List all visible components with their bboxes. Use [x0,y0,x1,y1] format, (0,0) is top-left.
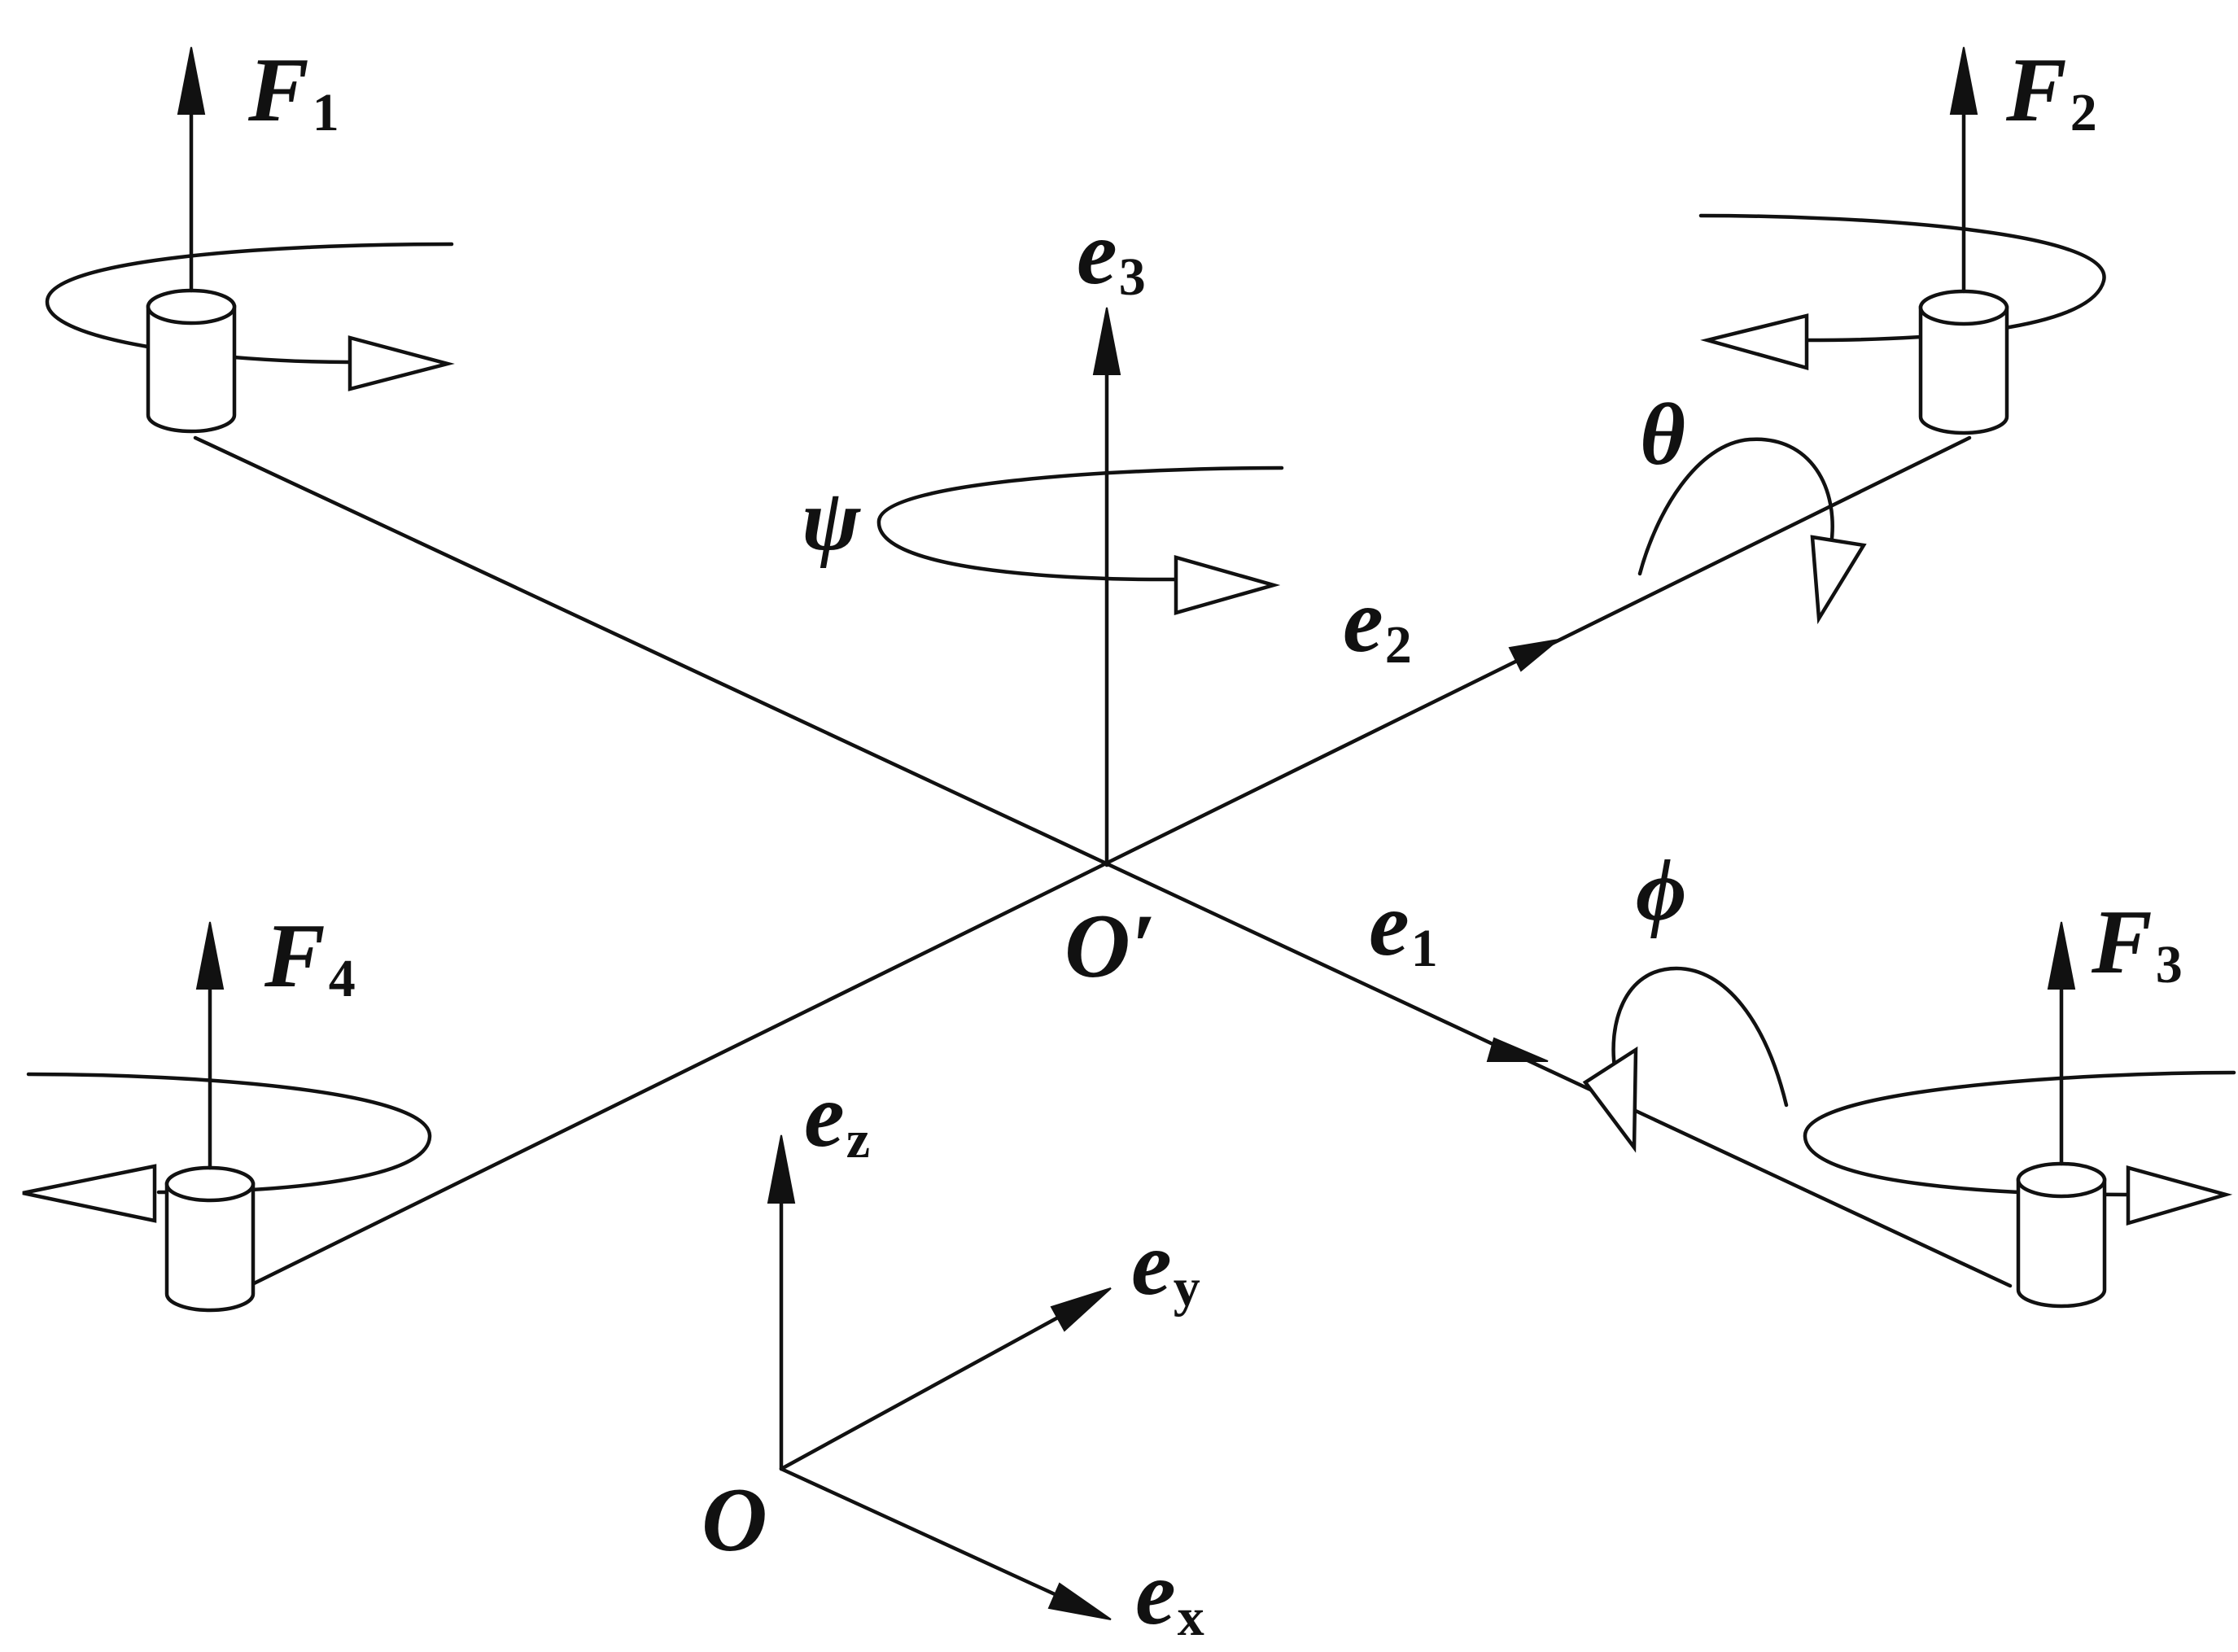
inertial-frame [767,1134,1112,1620]
label-F3: F3 [2091,892,2183,994]
label-theta: θ [1640,387,1685,483]
rotor-1 [45,46,455,434]
label-ex: ex [1135,1543,1204,1647]
label-F4: F4 [264,906,356,1008]
label-psi: ψ [802,472,861,569]
rotor-4 [22,921,432,1313]
label-F2: F2 [2005,40,2097,142]
label-ey: ey [1131,1213,1200,1318]
rotor-3 [1803,921,2236,1309]
airframe [193,435,2013,1291]
roll-rotation-arrow [1582,966,1789,1153]
pitch-rotation-arrow [1637,437,1867,625]
body-axis-e3 [1092,307,1121,868]
label-O-prime: O′ [1064,896,1156,997]
label-phi: ϕ [1636,842,1687,939]
label-O: O [702,1470,767,1571]
rotor-2 [1698,46,2106,435]
label-e1: e1 [1369,874,1438,978]
yaw-rotation-arrow [876,465,1284,615]
arm-1-3 [193,435,2013,1288]
label-F1: F1 [247,40,339,142]
label-ez: ez [804,1065,870,1169]
e1-arrowhead [1486,1037,1549,1062]
label-e2: e2 [1343,570,1412,675]
e2-arrowhead [1508,638,1562,672]
label-e3: e3 [1077,203,1146,307]
